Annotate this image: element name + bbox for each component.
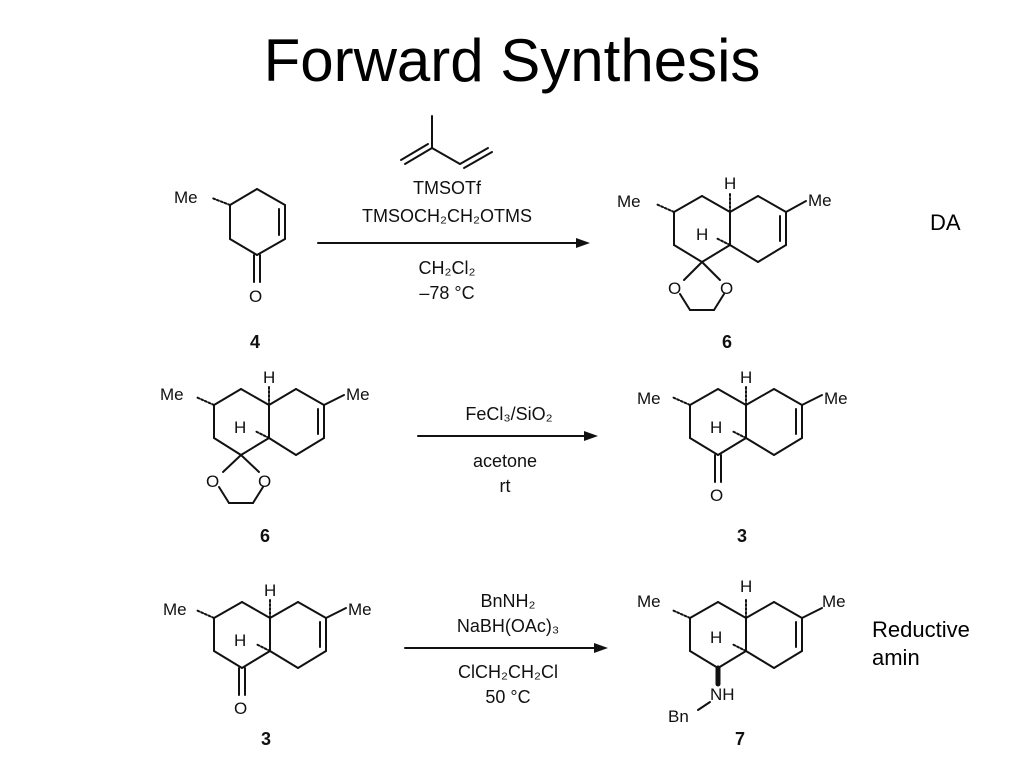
reaction-1-temperature: –78 °C [419, 283, 474, 303]
annotation-reductive-line-1: Reductive [872, 617, 970, 642]
compound-6-structure-b [195, 385, 345, 504]
compound-7-me-right: Me [822, 592, 846, 611]
reaction-1-reagent-2: TMSOCH₂CH₂OTMS [362, 206, 532, 226]
compound-6b-me-right: Me [346, 385, 370, 404]
reaction-1-solvent: CH₂Cl₂ [419, 258, 476, 278]
reaction-1-reagent-1: TMSOTf [413, 178, 482, 198]
compound-6b-h-ring: H [234, 418, 246, 437]
compound-3b-oxygen: O [234, 699, 247, 718]
compound-3b-me-right: Me [348, 600, 372, 619]
compound-7-me-left: Me [637, 592, 661, 611]
reaction-3-reagent-2: NaBH(OAc)₃ [457, 616, 559, 636]
compound-6a-h-top: H [724, 174, 736, 193]
compound-number-3-middle: 3 [737, 526, 747, 546]
reaction-2-solvent: acetone [473, 451, 537, 471]
compound-3a-oxygen: O [710, 486, 723, 505]
compound-7-bn-label: Bn [668, 707, 689, 726]
compound-6-structure-a [655, 191, 807, 311]
compound-3a-me-right: Me [824, 389, 848, 408]
reaction-3-solvent: ClCH₂CH₂Cl [458, 662, 558, 682]
compound-3a-me-left: Me [637, 389, 661, 408]
compound-4-oxygen-label: O [249, 287, 262, 306]
compound-3b-me-left: Me [163, 600, 187, 619]
compound-6b-oxygen-left: O [206, 472, 219, 491]
compound-7-h-ring: H [710, 628, 722, 647]
compound-6a-oxygen-left: O [668, 279, 681, 298]
annotation-da: DA [930, 210, 961, 235]
compound-6a-me-right: Me [808, 191, 832, 210]
compound-6a-me-left: Me [617, 192, 641, 211]
compound-6b-me-left: Me [160, 385, 184, 404]
compound-number-6-top: 6 [722, 332, 732, 352]
compound-4-structure [211, 188, 286, 283]
reaction-2-temperature: rt [500, 476, 511, 496]
annotation-reductive-line-2: amin [872, 645, 920, 670]
isoprene-structure [400, 115, 493, 169]
compound-3b-h-top: H [264, 581, 276, 600]
reaction-arrow-2 [417, 431, 598, 441]
reaction-3-reagent-1: BnNH₂ [480, 591, 535, 611]
compound-3a-h-ring: H [710, 418, 722, 437]
compound-6a-oxygen-right: O [720, 279, 733, 298]
reaction-2-reagent: FeCl₃/SiO₂ [465, 404, 552, 424]
compound-7-h-top: H [740, 577, 752, 596]
compound-4-me-label: Me [174, 188, 198, 207]
compound-6a-h-ring: H [696, 225, 708, 244]
compound-3b-h-ring: H [234, 631, 246, 650]
compound-6b-h-top: H [263, 368, 275, 387]
compound-6b-oxygen-right: O [258, 472, 271, 491]
compound-3-structure-a [671, 385, 823, 483]
compound-number-4: 4 [250, 332, 260, 352]
compound-3a-h-top: H [740, 368, 752, 387]
compound-number-7: 7 [735, 729, 745, 749]
compound-3-structure-b [195, 598, 347, 696]
slide-title: Forward Synthesis [263, 27, 761, 94]
reaction-3-temperature: 50 °C [485, 687, 530, 707]
compound-7-structure [671, 598, 823, 711]
reaction-arrow-3 [404, 643, 608, 653]
compound-number-6-middle: 6 [260, 526, 270, 546]
compound-7-nh-label: NH [710, 685, 735, 704]
reaction-arrow-1 [317, 238, 590, 248]
compound-number-3-bottom: 3 [261, 729, 271, 749]
